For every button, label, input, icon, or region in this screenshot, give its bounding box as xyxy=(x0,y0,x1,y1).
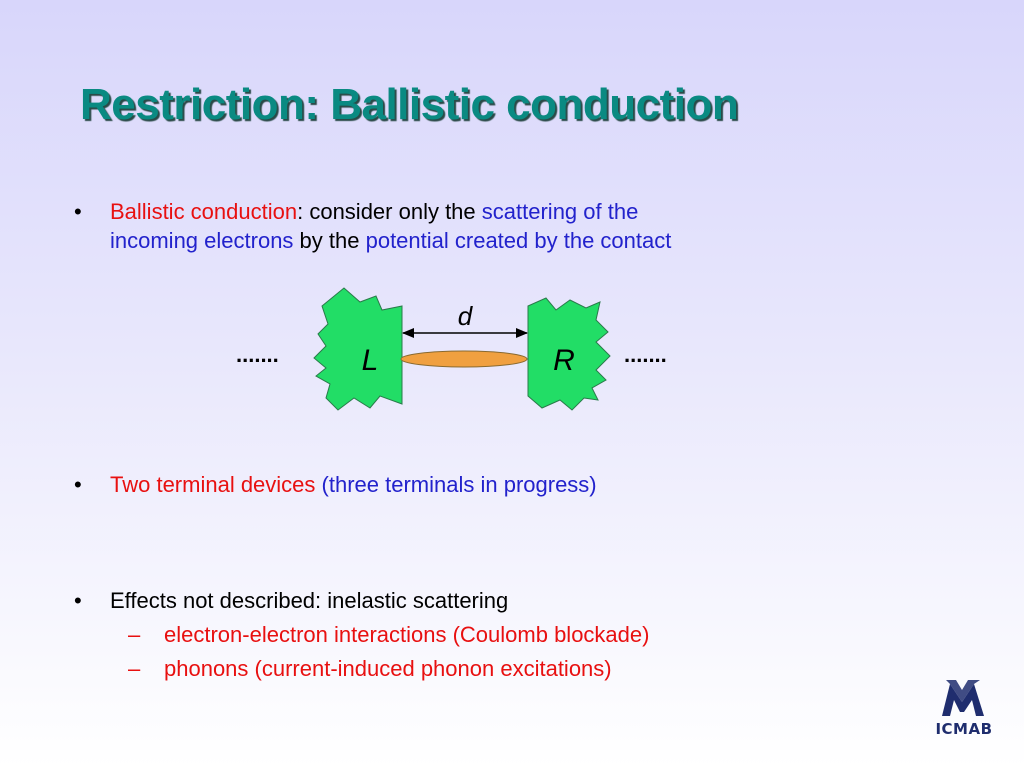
molecule xyxy=(400,350,528,368)
icmab-logo-mark-icon xyxy=(942,680,984,716)
bullet-line-1: Ballistic conduction: consider only the … xyxy=(110,197,671,226)
junction-diagram: ....... ....... d L R xyxy=(236,287,667,411)
phrase-potential: potential created by the contact xyxy=(365,228,672,253)
slide-title: Restriction: Ballistic conduction xyxy=(80,80,739,129)
right-electrode-label: R xyxy=(553,344,575,377)
bullet-text: Effects not described: inelastic scatter… xyxy=(110,588,509,613)
bullet-text: Two terminal devices (three terminals in… xyxy=(110,470,597,499)
sub-bullet-marker: – xyxy=(128,622,141,647)
term-ballistic-conduction: Ballistic conduction xyxy=(110,199,298,224)
left-electrode-label: L xyxy=(362,344,379,377)
phrase-scattering: scattering of the xyxy=(481,199,639,224)
phrase-incoming-electrons: incoming electrons xyxy=(110,228,294,253)
bullet-text-part: : consider only the xyxy=(297,199,482,224)
bullet-text-part: by the xyxy=(293,228,366,253)
bullet-line-2: incoming electrons by the potential crea… xyxy=(110,226,671,255)
left-lead-dots: ....... xyxy=(236,342,279,367)
bullet-marker: • xyxy=(74,588,82,613)
bullet-marker: • xyxy=(74,199,82,224)
left-electrode xyxy=(313,287,403,411)
sub-bullet-text: electron-electron interactions (Coulomb … xyxy=(164,622,650,647)
right-lead-dots: ....... xyxy=(624,342,667,367)
sub-bullet-marker: – xyxy=(128,656,141,681)
logo-text: ICMAB xyxy=(935,720,993,738)
distance-arrow-left-head xyxy=(402,328,414,338)
right-electrode xyxy=(527,297,611,411)
distance-arrow-right-head xyxy=(516,328,528,338)
three-terminals-note: (three terminals in progress) xyxy=(315,472,597,497)
icmab-logo: ICMAB xyxy=(928,676,1000,746)
bullet-marker: • xyxy=(74,472,82,497)
term-two-terminal-devices: Two terminal devices xyxy=(110,472,316,497)
distance-label: d xyxy=(458,301,474,331)
sub-bullet-text: phonons (current-induced phonon excitati… xyxy=(164,656,612,681)
bullet-text: Ballistic conduction: consider only the … xyxy=(110,197,671,255)
